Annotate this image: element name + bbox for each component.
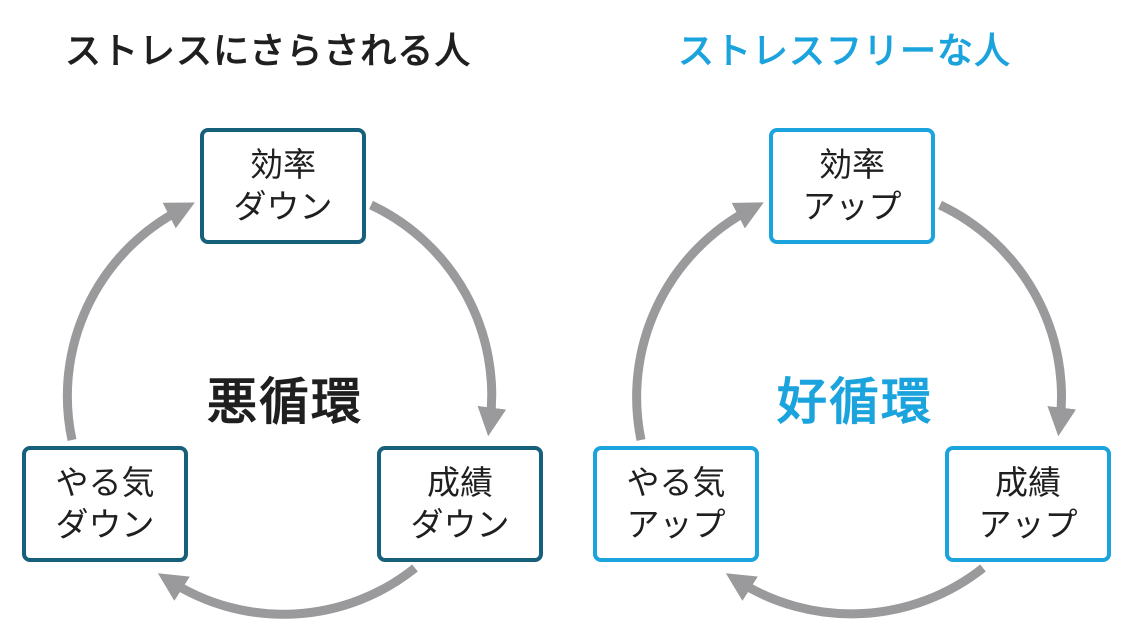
- arrow-left-to-top: [62, 202, 195, 441]
- node-label-line1: やる気: [55, 463, 155, 502]
- node-label-line2: ダウン: [55, 505, 155, 544]
- center-label: 悪循環: [207, 373, 363, 431]
- node-efficiency-up: 効率 アップ: [769, 128, 935, 244]
- node-label-line1: 成績: [427, 463, 493, 502]
- center-label: 好循環: [777, 373, 933, 431]
- node-label-line1: 成績: [995, 463, 1061, 502]
- node-label-line1: 効率: [819, 145, 885, 184]
- node-label-line1: 効率: [250, 145, 316, 184]
- cycle-arrows: [62, 200, 507, 619]
- arrow-left-to-top: [632, 202, 764, 441]
- node-motivation-down: やる気 ダウン: [22, 446, 188, 562]
- node-label-line2: ダウン: [233, 187, 333, 226]
- node-grades-down: 成績 ダウン: [377, 446, 543, 562]
- node-motivation-up: やる気 アップ: [593, 446, 759, 562]
- arrow-top-to-right: [369, 200, 507, 437]
- diagram-title: ストレスフリーな人: [678, 31, 1012, 72]
- virtuous-cycle-diagram: ストレスフリーな人 効率 アップ 成績 アップ やる気 アップ 好循環: [568, 0, 1136, 627]
- node-label-line2: ダウン: [410, 505, 510, 544]
- arrow-right-to-left: [157, 564, 418, 619]
- arrow-top-to-right: [938, 200, 1077, 437]
- node-label-line2: アップ: [802, 187, 902, 226]
- node-grades-up: 成績 アップ: [945, 446, 1111, 562]
- node-label-line2: アップ: [978, 505, 1078, 544]
- vicious-cycle-diagram: ストレスにさらされる人 効率 ダウン 成績 ダウン やる気 ダウン 悪循環: [22, 31, 543, 619]
- diagram-title: ストレスにさらされる人: [65, 31, 472, 72]
- node-label-line2: アップ: [626, 505, 726, 544]
- cycle-arrows: [632, 200, 1077, 619]
- node-efficiency-down: 効率 ダウン: [200, 128, 366, 244]
- node-label-line1: やる気: [626, 463, 726, 502]
- arrow-right-to-left: [725, 564, 986, 619]
